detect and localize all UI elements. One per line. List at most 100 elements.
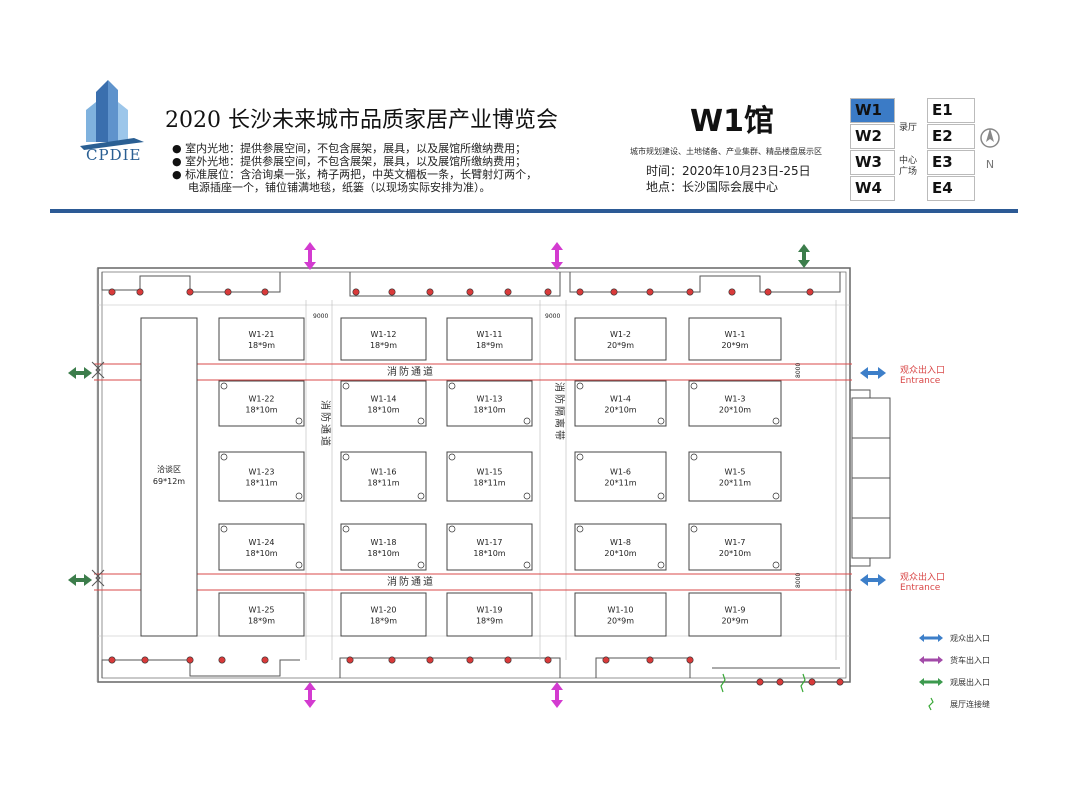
booth-id: W1-10 <box>607 606 633 615</box>
booth-id: W1-21 <box>248 330 274 339</box>
fire-extinguisher-marker <box>544 656 552 664</box>
booth-corner-marker <box>417 561 425 569</box>
booth-corner-marker <box>523 417 531 425</box>
mini-hall-e2[interactable]: E2 <box>927 124 975 149</box>
fire-extinguisher-marker <box>776 678 784 686</box>
booth-id: W1-20 <box>370 606 396 615</box>
booth-corner-marker <box>576 525 584 533</box>
booth[interactable]: W1-520*11m <box>688 451 782 502</box>
booth-id: W1-25 <box>248 606 274 615</box>
fire-extinguisher-marker <box>504 288 512 296</box>
booth[interactable]: W1-120*9m <box>688 317 782 361</box>
booth-rect[interactable] <box>446 592 533 637</box>
booth-rect[interactable] <box>218 523 305 571</box>
booth-rect[interactable] <box>218 380 305 427</box>
booth-rect[interactable] <box>446 380 533 427</box>
booth-rect[interactable] <box>688 592 782 637</box>
fire-extinguisher-marker <box>836 678 844 686</box>
mini-hall-e1[interactable]: E1 <box>927 98 975 123</box>
booth-rect[interactable] <box>574 451 667 502</box>
booth-corner-marker <box>448 382 456 390</box>
booth[interactable]: W1-10 20*9m <box>574 592 667 637</box>
booth-id: W1-12 <box>370 330 396 339</box>
booth-rect[interactable] <box>446 317 533 361</box>
booth[interactable]: W1-820*10m <box>574 523 667 571</box>
booth-rect[interactable] <box>218 317 305 361</box>
booth-rect[interactable] <box>446 451 533 502</box>
booth-rect[interactable] <box>574 380 667 427</box>
mini-hall-w4[interactable]: W4 <box>850 176 895 201</box>
mini-hall-e4[interactable]: E4 <box>927 176 975 201</box>
booth-size: 20*10m <box>604 406 636 415</box>
mini-hall-e3[interactable]: E3 <box>927 150 975 175</box>
booth-rect[interactable] <box>688 380 782 427</box>
booth-size: 20*11m <box>719 479 751 488</box>
fire-extinguisher-marker <box>108 288 116 296</box>
booth-size: 20*9m <box>607 617 634 626</box>
visitor-entrance-east-top <box>860 367 886 379</box>
green-double-arrow-icon <box>919 678 943 686</box>
booth-size: 18*9m <box>476 617 503 626</box>
booth-rect[interactable] <box>218 592 305 637</box>
booth-size: 18*9m <box>248 341 275 350</box>
booth-size: 20*9m <box>721 341 748 350</box>
booth[interactable]: W1-21 18*9m <box>218 317 305 361</box>
booth-rect[interactable] <box>340 523 427 571</box>
booth-rect[interactable] <box>340 380 427 427</box>
booth-rect[interactable] <box>688 451 782 502</box>
booth-rect[interactable] <box>574 317 667 361</box>
booth-corner-marker <box>448 453 456 461</box>
booth-rect[interactable] <box>340 317 427 361</box>
booth[interactable]: W1-220*9m <box>574 317 667 361</box>
booth-id: W1-17 <box>476 538 502 547</box>
booth-rect[interactable] <box>688 523 782 571</box>
booth[interactable]: W1-920*9m <box>688 592 782 637</box>
mini-hall-w1[interactable]: W1 <box>850 98 895 123</box>
booth[interactable]: W1-620*11m <box>574 451 667 502</box>
booth-rect[interactable] <box>218 451 305 502</box>
booth-size: 20*9m <box>607 341 634 350</box>
booth-size: 20*10m <box>604 549 636 558</box>
fire-separation-label-vertical: 消防隔离带 <box>553 382 566 442</box>
booth-id: W1-24 <box>248 538 274 547</box>
booth-rect[interactable] <box>340 451 427 502</box>
mini-hall-w2[interactable]: W2 <box>850 124 895 149</box>
booth-rect[interactable] <box>574 523 667 571</box>
booth-rect[interactable] <box>340 592 427 637</box>
entrance-label-top-en: Entrance <box>900 376 941 386</box>
booth-rect[interactable] <box>446 523 533 571</box>
booth-corner-marker <box>576 453 584 461</box>
fire-extinguisher-marker <box>346 656 354 664</box>
booth-corner-marker <box>342 382 350 390</box>
booth-rect[interactable] <box>688 317 782 361</box>
fire-lane-lines <box>94 363 852 591</box>
booth-id: W1-15 <box>476 468 502 477</box>
mini-hall-w3[interactable]: W3 <box>850 150 895 175</box>
booth-corner-marker <box>690 382 698 390</box>
entrance-label-top: 观众出入口 Entrance <box>900 366 945 386</box>
booth[interactable]: W1-320*10m <box>688 380 782 427</box>
booth-size: 20*11m <box>604 479 636 488</box>
booth-id: W1-18 <box>370 538 396 547</box>
booth-layer: W1-2118*9mW1-1218*9mW1-1118*9mW1-220*9mW… <box>218 317 782 637</box>
booth[interactable]: W1-720*10m <box>688 523 782 571</box>
legend-item-visitor: 观众出入口 <box>918 627 1028 649</box>
compass-icon: N <box>980 126 1000 171</box>
booth[interactable]: W1-420*10m <box>574 380 667 427</box>
booth-rect[interactable] <box>574 592 667 637</box>
purple-double-arrow-icon <box>919 656 943 664</box>
